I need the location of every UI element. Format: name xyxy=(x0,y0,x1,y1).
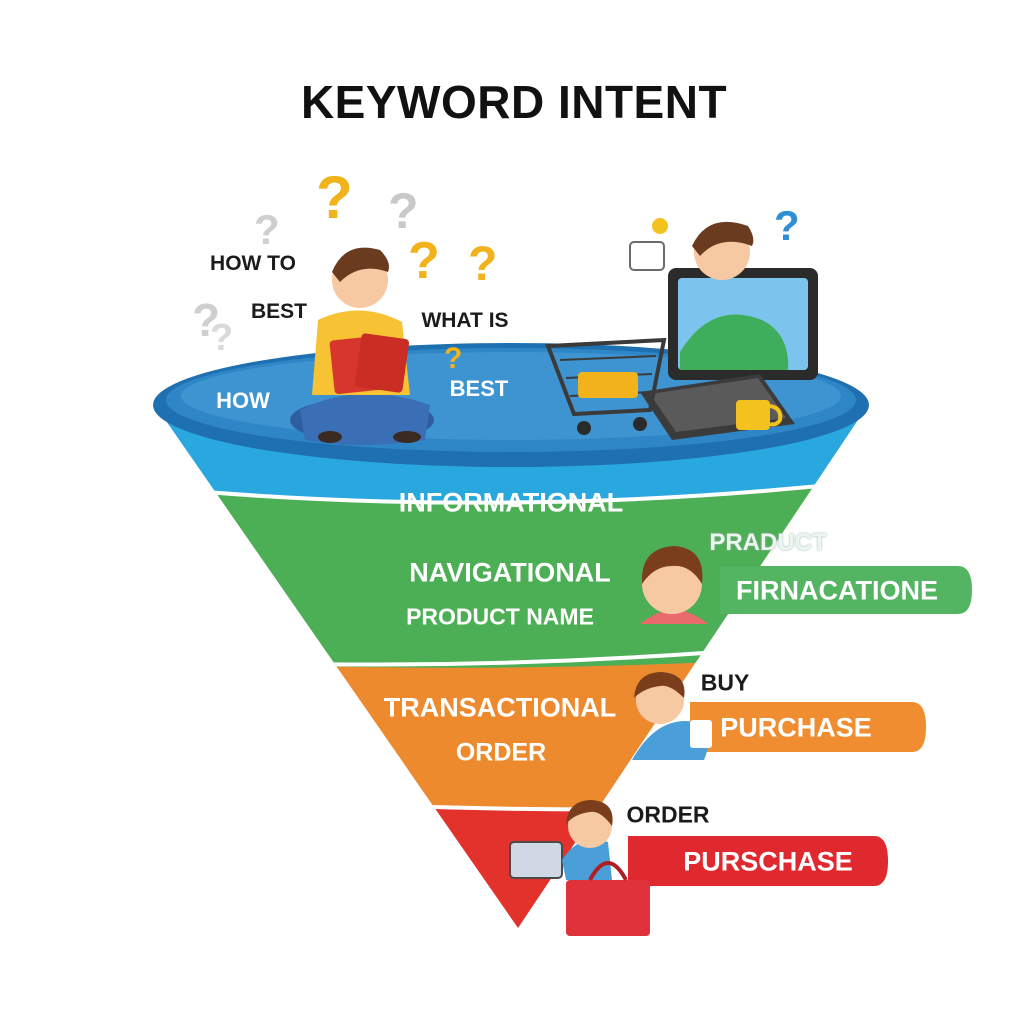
svg-text:?: ? xyxy=(192,294,220,346)
person-reading-book-icon xyxy=(290,247,434,445)
svg-text:?: ? xyxy=(316,164,353,231)
callout-navigational-label: FIRNACATIONE xyxy=(736,575,938,606)
svg-text:?: ? xyxy=(468,238,497,291)
person-avatar-commercial xyxy=(509,800,650,936)
question-mark-icon: ? ? ? ? ? ? ? ? ? xyxy=(192,164,800,375)
keyword-best-2: BEST xyxy=(449,376,509,401)
svg-text:?: ? xyxy=(444,342,462,375)
keyword-best: BEST xyxy=(250,300,308,323)
callout-navigational-tag: PRADUCT xyxy=(709,529,827,556)
callout-commercial-tag: ORDER xyxy=(626,801,710,828)
person-at-computer-icon xyxy=(545,218,818,440)
keyword-how-to: HOW TO xyxy=(210,252,296,275)
person-avatar-transactional xyxy=(632,672,712,760)
callout-commercial-label: PURSCHASE xyxy=(683,846,853,877)
keyword-what-is: WHAT IS xyxy=(421,309,509,332)
callout-commercial-pill xyxy=(628,836,888,886)
callout-transactional-tag: BUY xyxy=(700,669,750,696)
tier-transactional-sublabel: ORDER xyxy=(455,738,547,767)
svg-text:?: ? xyxy=(774,202,800,249)
tier-informational-label: INFORMATIONAL xyxy=(398,487,624,518)
person-avatar-navigational xyxy=(640,546,708,624)
callout-transactional-label: PURCHASE xyxy=(720,712,872,743)
callout-transactional-pill xyxy=(690,702,926,752)
svg-text:?: ? xyxy=(210,317,233,359)
svg-text:?: ? xyxy=(388,183,419,239)
page-title: KEYWORD INTENT xyxy=(300,76,728,128)
tier-navigational-sublabel: PRODUCT NAME xyxy=(406,603,594,630)
keyword-how: HOW xyxy=(216,388,270,413)
svg-text:?: ? xyxy=(254,206,280,253)
callout-navigational-pill xyxy=(720,566,972,614)
tier-transactional-label: TRANSACTIONAL xyxy=(383,692,617,723)
svg-text:?: ? xyxy=(408,232,440,290)
tier-navigational-label: NAVIGATIONAL xyxy=(409,557,611,588)
